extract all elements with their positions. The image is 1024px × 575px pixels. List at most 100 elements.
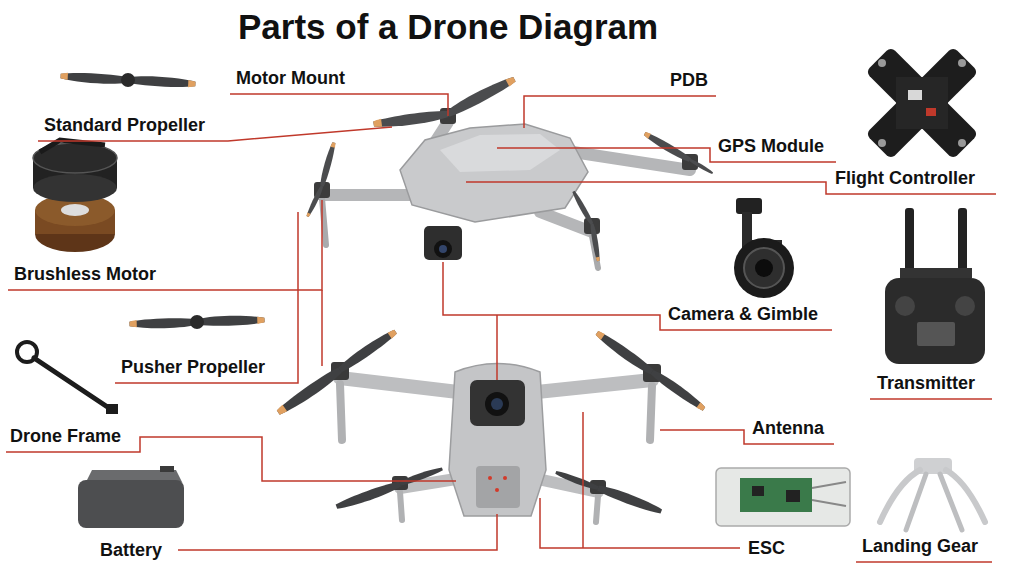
- camera-body: [734, 238, 794, 298]
- propeller-blade: [128, 75, 196, 88]
- part-label: ESC: [748, 538, 785, 558]
- leader-line: [524, 96, 716, 128]
- leader-line: [870, 398, 992, 400]
- camera: [470, 380, 525, 426]
- propeller-tip: [188, 80, 196, 88]
- propeller-tip: [388, 329, 398, 339]
- landing-gear-image: [880, 458, 985, 530]
- transmitter-image: [885, 208, 985, 364]
- propeller-blade: [399, 465, 444, 486]
- screen: [917, 322, 955, 346]
- propeller-blade: [319, 142, 337, 187]
- mount-hole: [958, 139, 966, 147]
- brushless-motor-image: [33, 140, 117, 252]
- propeller-blade: [445, 74, 516, 119]
- chip: [786, 490, 800, 502]
- motor-bell: [33, 174, 117, 202]
- camera-lens: [439, 245, 447, 253]
- propeller-tip: [595, 330, 605, 340]
- camera-lens: [491, 398, 503, 410]
- front-vent: [476, 466, 520, 508]
- gimbal-mount: [736, 198, 762, 214]
- frame-end: [106, 404, 118, 414]
- wire: [812, 482, 846, 506]
- status-light: [488, 476, 492, 480]
- mount-hole: [878, 139, 886, 147]
- propeller-blade: [373, 109, 449, 130]
- part-label: Drone Frame: [10, 426, 121, 446]
- pusher-propeller-image: [129, 315, 264, 330]
- propeller-blade: [589, 224, 601, 262]
- propeller-blade: [571, 190, 594, 225]
- propeller-tip: [306, 212, 311, 217]
- propeller-blade: [60, 72, 128, 85]
- camera-lens: [755, 259, 773, 277]
- circuit-board: [896, 77, 948, 129]
- leader-line: [496, 315, 498, 380]
- leader-line: [8, 200, 322, 290]
- leader-line: [115, 212, 298, 383]
- part-label: Battery: [100, 540, 162, 560]
- part-label: Camera & Gimble: [668, 304, 818, 324]
- camera: [424, 226, 462, 260]
- propeller-blade: [129, 317, 197, 329]
- propeller-blade: [643, 131, 692, 164]
- propeller-tip: [643, 131, 651, 139]
- status-light: [495, 488, 499, 492]
- part-label: Motor Mount: [236, 68, 345, 88]
- leader-line: [582, 412, 584, 548]
- landing-leg: [650, 386, 652, 440]
- esc-case: [716, 468, 850, 526]
- landing-leg: [596, 496, 598, 522]
- antenna: [958, 208, 967, 272]
- camera-lens: [434, 240, 452, 258]
- battery-image: [78, 466, 184, 528]
- propeller-tip: [129, 320, 136, 327]
- top-drone: [306, 74, 714, 268]
- part-label: Landing Gear: [862, 536, 978, 556]
- standard-propeller-image: [60, 72, 195, 89]
- landing-leg: [400, 492, 402, 520]
- part-label: Standard Propeller: [44, 115, 205, 135]
- part-label: GPS Module: [718, 136, 824, 156]
- propeller-tip: [506, 76, 517, 87]
- landing-leg: [340, 384, 342, 440]
- control-stick: [955, 296, 975, 316]
- propeller-tip: [373, 119, 382, 128]
- drone-body: [400, 124, 588, 222]
- mount-hole: [958, 59, 966, 67]
- gear-leg: [940, 474, 962, 530]
- leader-line: [178, 514, 497, 550]
- status-light: [503, 476, 507, 480]
- propeller-blade: [335, 480, 402, 512]
- part-label: Pusher Propeller: [121, 357, 265, 377]
- propeller-tip: [276, 405, 287, 416]
- leader-line: [230, 94, 448, 116]
- propeller-tip: [596, 257, 601, 262]
- motor-shaft: [61, 204, 89, 216]
- chip: [926, 108, 936, 116]
- propeller-tip: [696, 402, 705, 411]
- camera-lens: [485, 392, 509, 416]
- motor-bracket: [40, 140, 105, 152]
- circuit-board: [865, 46, 978, 159]
- propeller-blade: [649, 368, 706, 412]
- antenna-hinge: [900, 268, 972, 278]
- gear-leg: [946, 470, 985, 522]
- diagram-title: Parts of a Drone Diagram: [238, 6, 658, 48]
- battery-connector: [160, 466, 174, 472]
- body-panel: [440, 134, 560, 172]
- chip: [752, 486, 764, 496]
- leader-line: [321, 290, 323, 366]
- drone-body: [449, 364, 546, 517]
- camera-lens: [744, 248, 784, 288]
- propeller-blade: [276, 366, 344, 418]
- chip: [908, 90, 922, 100]
- propeller-blade: [197, 315, 265, 327]
- mount-hole: [878, 59, 886, 67]
- circuit-board: [865, 46, 978, 159]
- camera-gimbal-image: [734, 198, 794, 298]
- front-drone: [276, 327, 707, 522]
- leader-line: [540, 498, 740, 548]
